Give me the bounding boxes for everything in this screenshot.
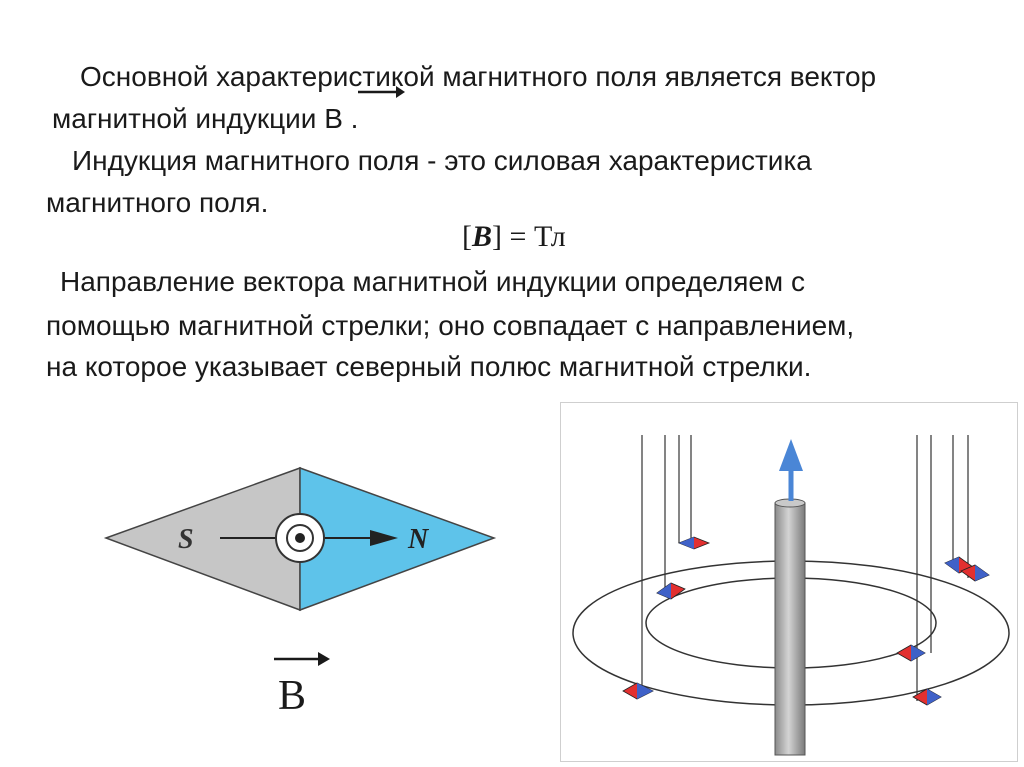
formula-equals: =	[502, 220, 534, 253]
text-line-7: на которое указывает северный полюс магн…	[46, 351, 812, 382]
compass-needle-3	[622, 682, 654, 700]
compass-needle-5	[912, 688, 942, 706]
text-line-3: Индукция магнитного поля - это силовая х…	[72, 145, 812, 176]
formula-unit: Тл	[533, 220, 566, 253]
conductor-field-image	[560, 402, 1018, 762]
text-line-2: магнитной индукции B .	[52, 103, 359, 134]
compass-needle-7	[960, 564, 990, 582]
needle-north-label: N	[407, 524, 430, 555]
text-line-1: Основной характеристикой магнитного поля…	[80, 61, 877, 92]
formula-close: ]	[492, 220, 503, 253]
formula-open: [	[462, 220, 472, 253]
unit-formula: [B] = Тл	[462, 220, 566, 254]
text-line-4: магнитного поля.	[46, 187, 269, 218]
formula-symbol: B	[472, 220, 493, 253]
text-line-6: помощью магнитной стрелки; оно совпадает…	[46, 310, 855, 341]
vector-arrow-icon	[358, 86, 405, 98]
compass-needle-2	[656, 582, 686, 600]
text-line-5: Направление вектора магнитной индукции о…	[60, 266, 805, 297]
conductor-field-icon	[572, 435, 1010, 756]
compass-needle-4	[896, 644, 926, 662]
vector-b-arrow-icon	[274, 652, 330, 666]
needle-south-label: S	[178, 524, 194, 555]
magnetic-needle-icon: S N	[103, 466, 497, 612]
vector-b-label: B	[278, 673, 307, 719]
compass-needle-1	[677, 536, 711, 550]
